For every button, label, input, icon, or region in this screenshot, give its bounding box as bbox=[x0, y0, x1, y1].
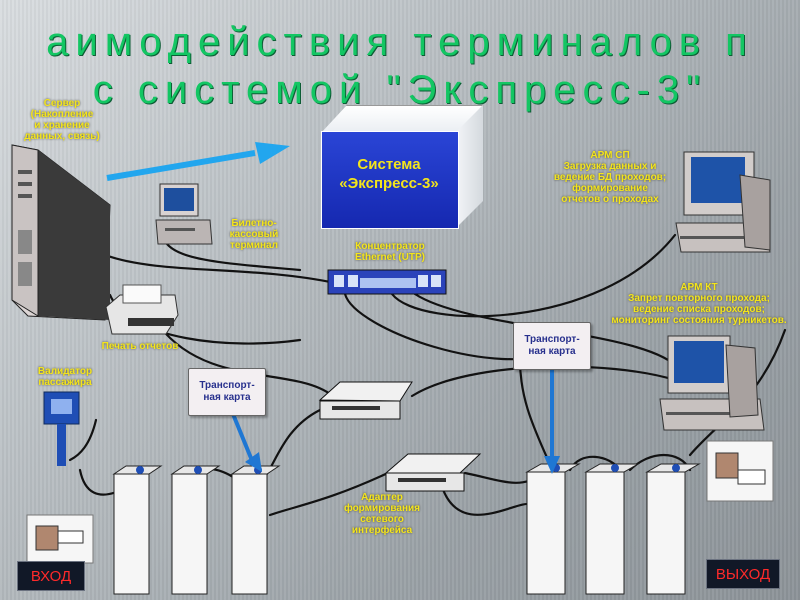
report-printer bbox=[105, 284, 179, 335]
system-box bbox=[321, 131, 459, 229]
page-title-line-2: с системой "Экспресс-3" bbox=[92, 68, 708, 112]
ethernet-hub bbox=[327, 269, 447, 295]
transport-card-left: Транспорт- ная карта bbox=[188, 368, 266, 416]
turnstiles-entry bbox=[112, 465, 281, 595]
server-to-system-arrow bbox=[106, 142, 290, 181]
entry-hand-icon bbox=[26, 514, 94, 564]
adapter-label: Адаптер формирования сетевого интерфейса bbox=[343, 492, 421, 536]
arm-kt-computer bbox=[659, 335, 765, 431]
transport-card-right: Транспорт- ная карта bbox=[513, 322, 591, 370]
entry-button[interactable]: ВХОД bbox=[17, 561, 85, 591]
system-label: Система «Экспресс-3» bbox=[339, 156, 439, 192]
card-arrowhead-left bbox=[245, 452, 262, 472]
arm-sp-label: АРМ СП Загрузка данных и ведение БД прох… bbox=[553, 150, 667, 205]
card-arrowhead-right bbox=[544, 456, 560, 474]
card-arrow-left bbox=[231, 413, 255, 464]
page-title-line-1: аимодействия терминалов п bbox=[46, 20, 754, 64]
network-adapter-upper bbox=[318, 381, 413, 420]
server-label: Сервер (Накопление и хранение данных, св… bbox=[24, 98, 100, 142]
ticket-terminal-computer bbox=[155, 183, 213, 245]
server-tower bbox=[11, 144, 111, 321]
print-reports-label: Печать отчетов bbox=[101, 341, 179, 352]
network-adapter-lower bbox=[384, 453, 482, 492]
arm-sp-computer bbox=[675, 151, 771, 253]
ticket-terminal-label: Билетно- кассовый терминал bbox=[229, 218, 279, 251]
hub-label: Концентратор Ethernet (UTP) bbox=[355, 241, 425, 263]
passenger-validator bbox=[43, 391, 80, 466]
system-box-top bbox=[321, 105, 483, 133]
turnstiles-exit bbox=[525, 463, 701, 595]
exit-button[interactable]: ВЫХОД bbox=[706, 559, 780, 589]
exit-hand-icon bbox=[706, 440, 774, 502]
validator-label: Валидатор пассажира bbox=[37, 366, 93, 388]
arm-kt-label: АРМ КТ Запрет повторного прохода; ведени… bbox=[611, 282, 787, 326]
